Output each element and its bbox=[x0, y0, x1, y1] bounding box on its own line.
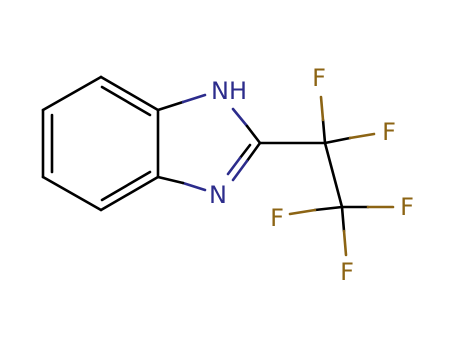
bond-cf2-f1-a bbox=[321, 118, 327, 145]
atom-f5: F bbox=[340, 258, 354, 286]
bond-c2-n-b bbox=[231, 159, 249, 182]
bond-c-nh-b bbox=[181, 93, 207, 104]
bond-c7a-c4 bbox=[41, 75, 103, 112]
bonds bbox=[41, 75, 395, 257]
atom-f2: F bbox=[382, 118, 396, 146]
bond-c2-n-a bbox=[245, 141, 262, 163]
bond-cf3-f3-b bbox=[288, 208, 317, 216]
bond-nh-c2-b bbox=[245, 124, 262, 145]
bond-cf2-f2-b bbox=[348, 132, 376, 140]
bond-n-c3a-b bbox=[156, 175, 185, 185]
bond-nh-c2-a bbox=[231, 107, 249, 128]
bond-cf2-f1-b bbox=[319, 95, 325, 122]
bond-cf3-f3-a bbox=[313, 205, 344, 212]
atom-n: N bbox=[209, 181, 227, 209]
bond-cf3-f5-b bbox=[342, 229, 348, 257]
bond-c2-n-inner-b bbox=[226, 156, 242, 176]
bond-c2-n-inner-a bbox=[238, 143, 252, 160]
bond-c6-c7-inner bbox=[100, 170, 152, 202]
atom-f3: F bbox=[270, 204, 284, 232]
bond-n-c3a-a bbox=[181, 181, 207, 192]
atom-nh: NH bbox=[211, 77, 247, 105]
bond-c3a-c7a-inner bbox=[100, 85, 152, 117]
atom-f4: F bbox=[400, 193, 414, 221]
bond-cf2-f2-a bbox=[323, 136, 352, 145]
bond-cf2-cf3 bbox=[323, 141, 344, 209]
atom-labels: NH N F F F F F bbox=[209, 64, 414, 286]
bond-c6-c7 bbox=[99, 175, 160, 212]
bond-c5-c6 bbox=[41, 175, 103, 212]
bond-c3a-c7a bbox=[99, 75, 160, 112]
atom-f1: F bbox=[312, 64, 326, 92]
bond-c-nh-a bbox=[156, 100, 185, 112]
bond-cf3-f5-a bbox=[340, 205, 346, 233]
